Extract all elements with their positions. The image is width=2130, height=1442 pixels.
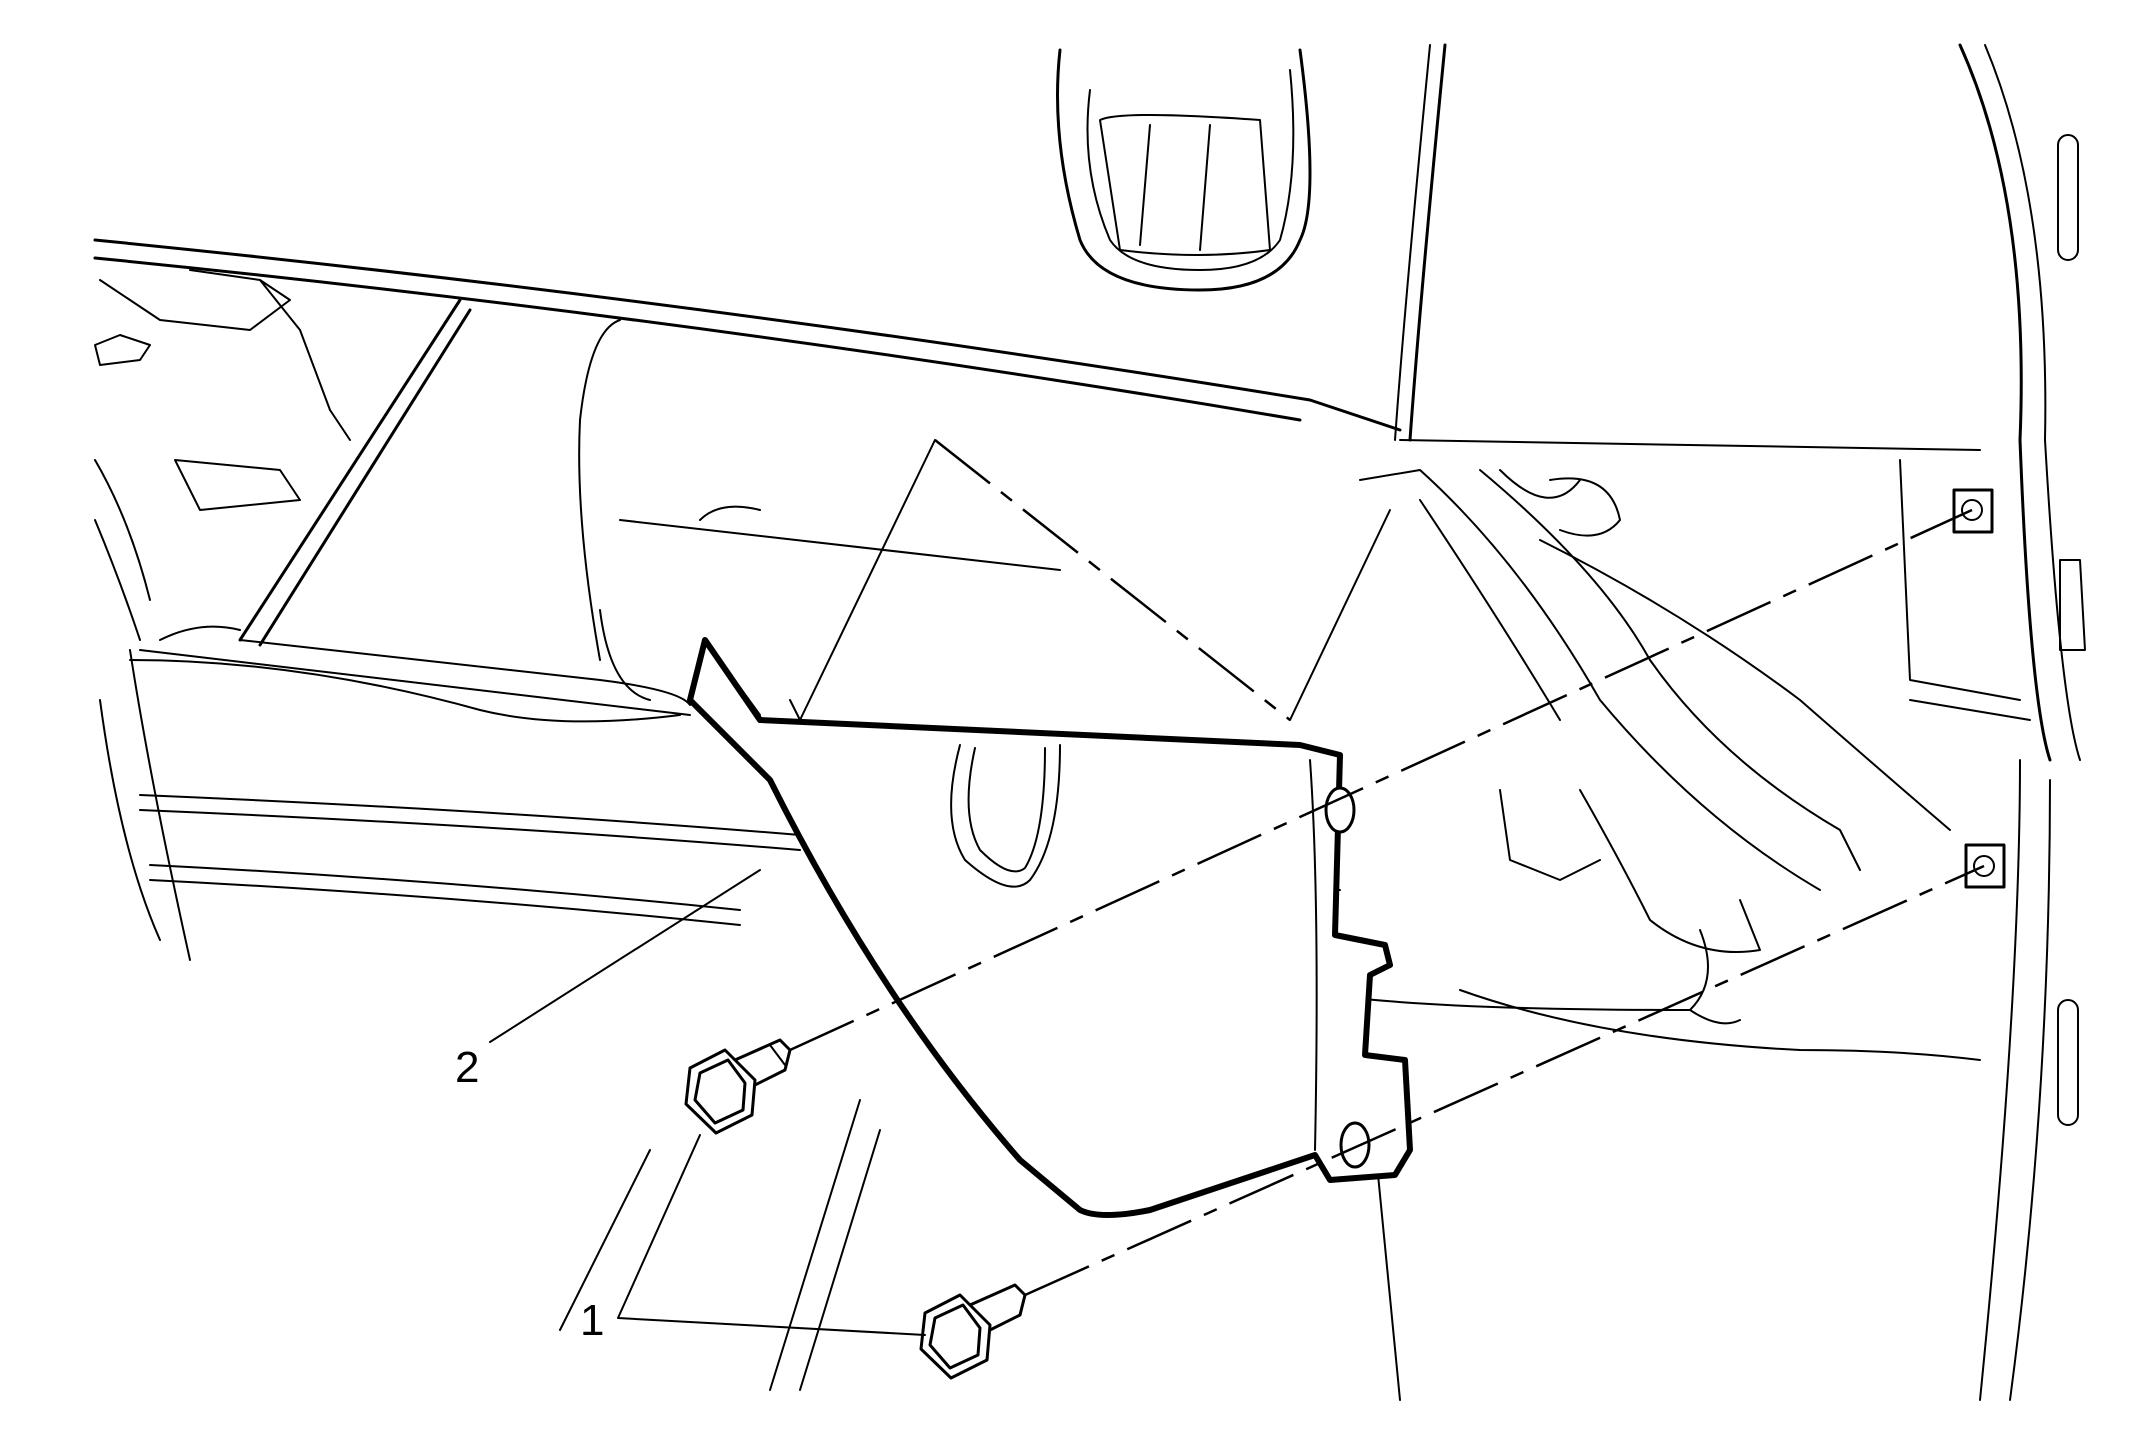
callout-2-label: 2 [455,1043,479,1092]
callout-1-leader [617,1134,926,1336]
insulator-panel [687,637,1413,1218]
dashboard-background [93,43,2086,1401]
fastener-upper [684,1038,792,1135]
callout-2-leader [489,869,761,1043]
callout-1-group: 1 [580,1134,926,1345]
callout-1-label: 1 [580,1296,604,1345]
fastener-lower [919,1283,1027,1380]
alignment-lines [789,508,1985,1297]
callout-2-group: 2 [455,869,761,1092]
engagement-guide-lines [799,439,1391,721]
